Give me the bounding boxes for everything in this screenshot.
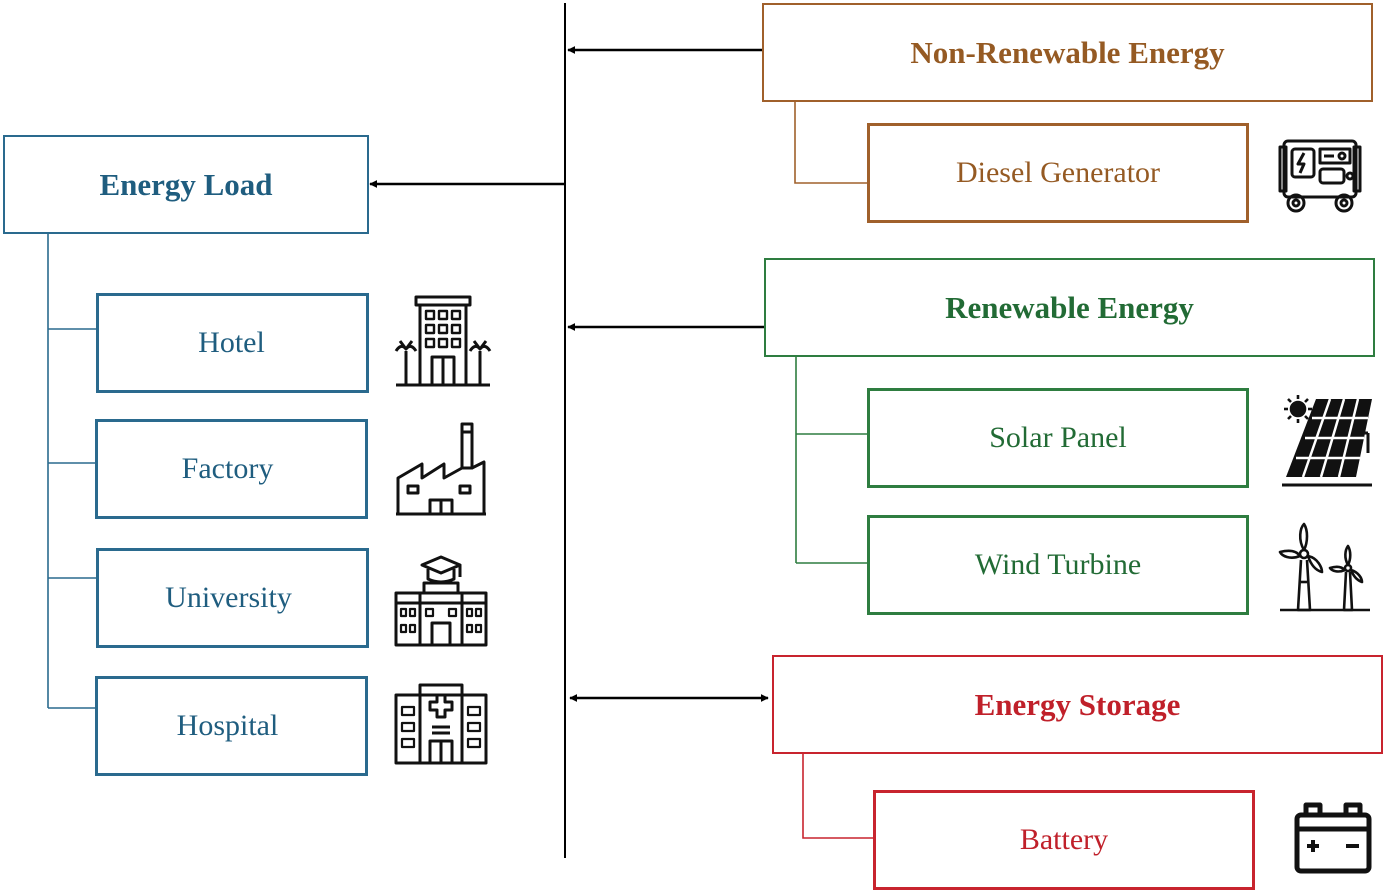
source-item-label: Wind Turbine bbox=[974, 548, 1142, 581]
non-renewable-energy-box: Non-Renewable Energy bbox=[762, 3, 1373, 102]
load-item-university: University bbox=[96, 548, 369, 648]
load-tree-lines bbox=[47, 234, 98, 709]
non-renewable-tree-lines bbox=[794, 101, 868, 184]
energy-load-title: Energy Load bbox=[99, 166, 273, 202]
diesel-generator-icon bbox=[1278, 139, 1362, 213]
university-icon bbox=[394, 555, 488, 647]
energy-load-box: Energy Load bbox=[3, 135, 369, 234]
storage-item-label: Battery bbox=[1019, 823, 1109, 856]
storage-item-battery: Battery bbox=[873, 790, 1255, 890]
hospital-icon bbox=[394, 683, 488, 765]
wind-turbine-icon bbox=[1278, 522, 1370, 612]
hotel-icon bbox=[394, 295, 492, 387]
source-item-wind-turbine: Wind Turbine bbox=[867, 515, 1249, 615]
source-item-solar-panel: Solar Panel bbox=[867, 388, 1249, 488]
source-item-diesel-generator: Diesel Generator bbox=[867, 123, 1249, 223]
load-item-label: University bbox=[165, 581, 292, 614]
solar-panel-icon bbox=[1282, 395, 1372, 487]
storage-tree-lines bbox=[802, 752, 874, 839]
energy-storage-box: Energy Storage bbox=[772, 655, 1383, 754]
load-item-hospital: Hospital bbox=[95, 676, 368, 776]
battery-icon bbox=[1294, 802, 1372, 874]
load-item-label: Factory bbox=[181, 452, 274, 485]
renewable-tree-lines bbox=[795, 356, 868, 564]
renewable-title: Renewable Energy bbox=[945, 289, 1194, 325]
load-item-label: Hotel bbox=[198, 326, 265, 359]
factory-icon bbox=[396, 422, 486, 516]
load-item-hotel: Hotel bbox=[96, 293, 369, 393]
energy-storage-title: Energy Storage bbox=[974, 686, 1181, 722]
non-renewable-title: Non-Renewable Energy bbox=[910, 34, 1225, 70]
load-item-factory: Factory bbox=[95, 419, 368, 519]
renewable-energy-box: Renewable Energy bbox=[764, 258, 1375, 357]
source-item-label: Solar Panel bbox=[989, 421, 1127, 454]
load-item-label: Hospital bbox=[176, 709, 279, 742]
source-item-label: Diesel Generator bbox=[955, 156, 1161, 189]
